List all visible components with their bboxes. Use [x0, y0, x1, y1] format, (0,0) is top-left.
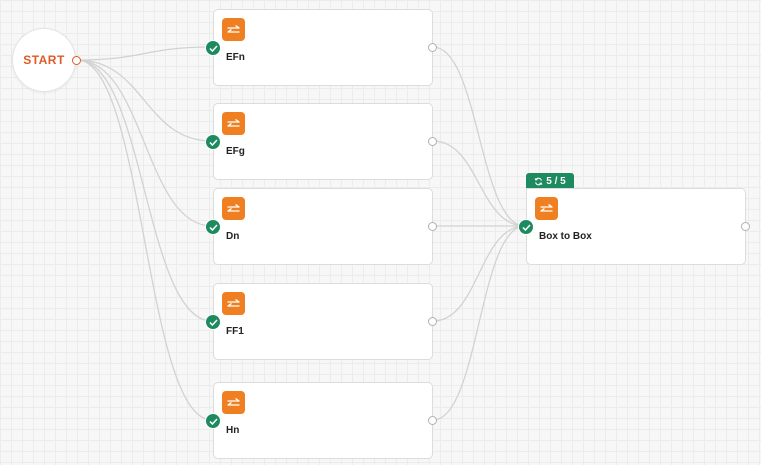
node-hn[interactable]: Hn: [213, 382, 437, 459]
swap-arrows-icon: [222, 112, 245, 135]
edge-start-to-ff1: [76, 59, 213, 322]
loop-count-badge: 5 / 5: [526, 173, 574, 190]
edge-start-to-efg: [76, 59, 213, 142]
node-efg-output-port[interactable]: [428, 137, 437, 146]
check-icon: [205, 413, 221, 429]
check-icon: [205, 314, 221, 330]
edge-efg-to-target: [432, 140, 526, 227]
node-efg[interactable]: EFg: [213, 103, 437, 180]
node-label: Dn: [226, 231, 240, 242]
check-icon: [205, 219, 221, 235]
node-label: EFg: [226, 146, 245, 157]
swap-arrows-icon: [535, 197, 558, 220]
node-label: Box to Box: [539, 231, 592, 242]
node-label: Hn: [226, 425, 240, 436]
node-box-to-box[interactable]: Box to Box: [526, 188, 750, 265]
check-icon: [205, 134, 221, 150]
swap-arrows-icon: [222, 18, 245, 41]
node-label: EFn: [226, 52, 245, 63]
swap-arrows-icon: [222, 391, 245, 414]
edge-ff1-to-target: [432, 225, 526, 322]
start-output-port[interactable]: [72, 56, 81, 65]
node-efn[interactable]: EFn: [213, 9, 437, 86]
node-ff1-output-port[interactable]: [428, 317, 437, 326]
edge-start-to-hn: [76, 59, 213, 421]
loop-count-text: 5 / 5: [546, 176, 566, 187]
check-icon: [518, 219, 534, 235]
node-ff1[interactable]: FF1: [213, 283, 437, 360]
node-box-to-box-output-port[interactable]: [741, 222, 750, 231]
edge-start-to-dn: [76, 59, 213, 227]
start-node[interactable]: START: [12, 28, 76, 92]
swap-arrows-icon: [222, 197, 245, 220]
edge-hn-to-target: [432, 225, 526, 421]
loop-icon: [534, 177, 543, 186]
start-label: START: [23, 53, 65, 67]
node-dn[interactable]: Dn: [213, 188, 437, 265]
node-hn-output-port[interactable]: [428, 416, 437, 425]
edge-efn-to-target: [432, 46, 526, 227]
node-efn-output-port[interactable]: [428, 43, 437, 52]
node-label: FF1: [226, 326, 244, 337]
check-icon: [205, 40, 221, 56]
node-dn-output-port[interactable]: [428, 222, 437, 231]
swap-arrows-icon: [222, 292, 245, 315]
edge-start-to-efn: [76, 46, 213, 61]
